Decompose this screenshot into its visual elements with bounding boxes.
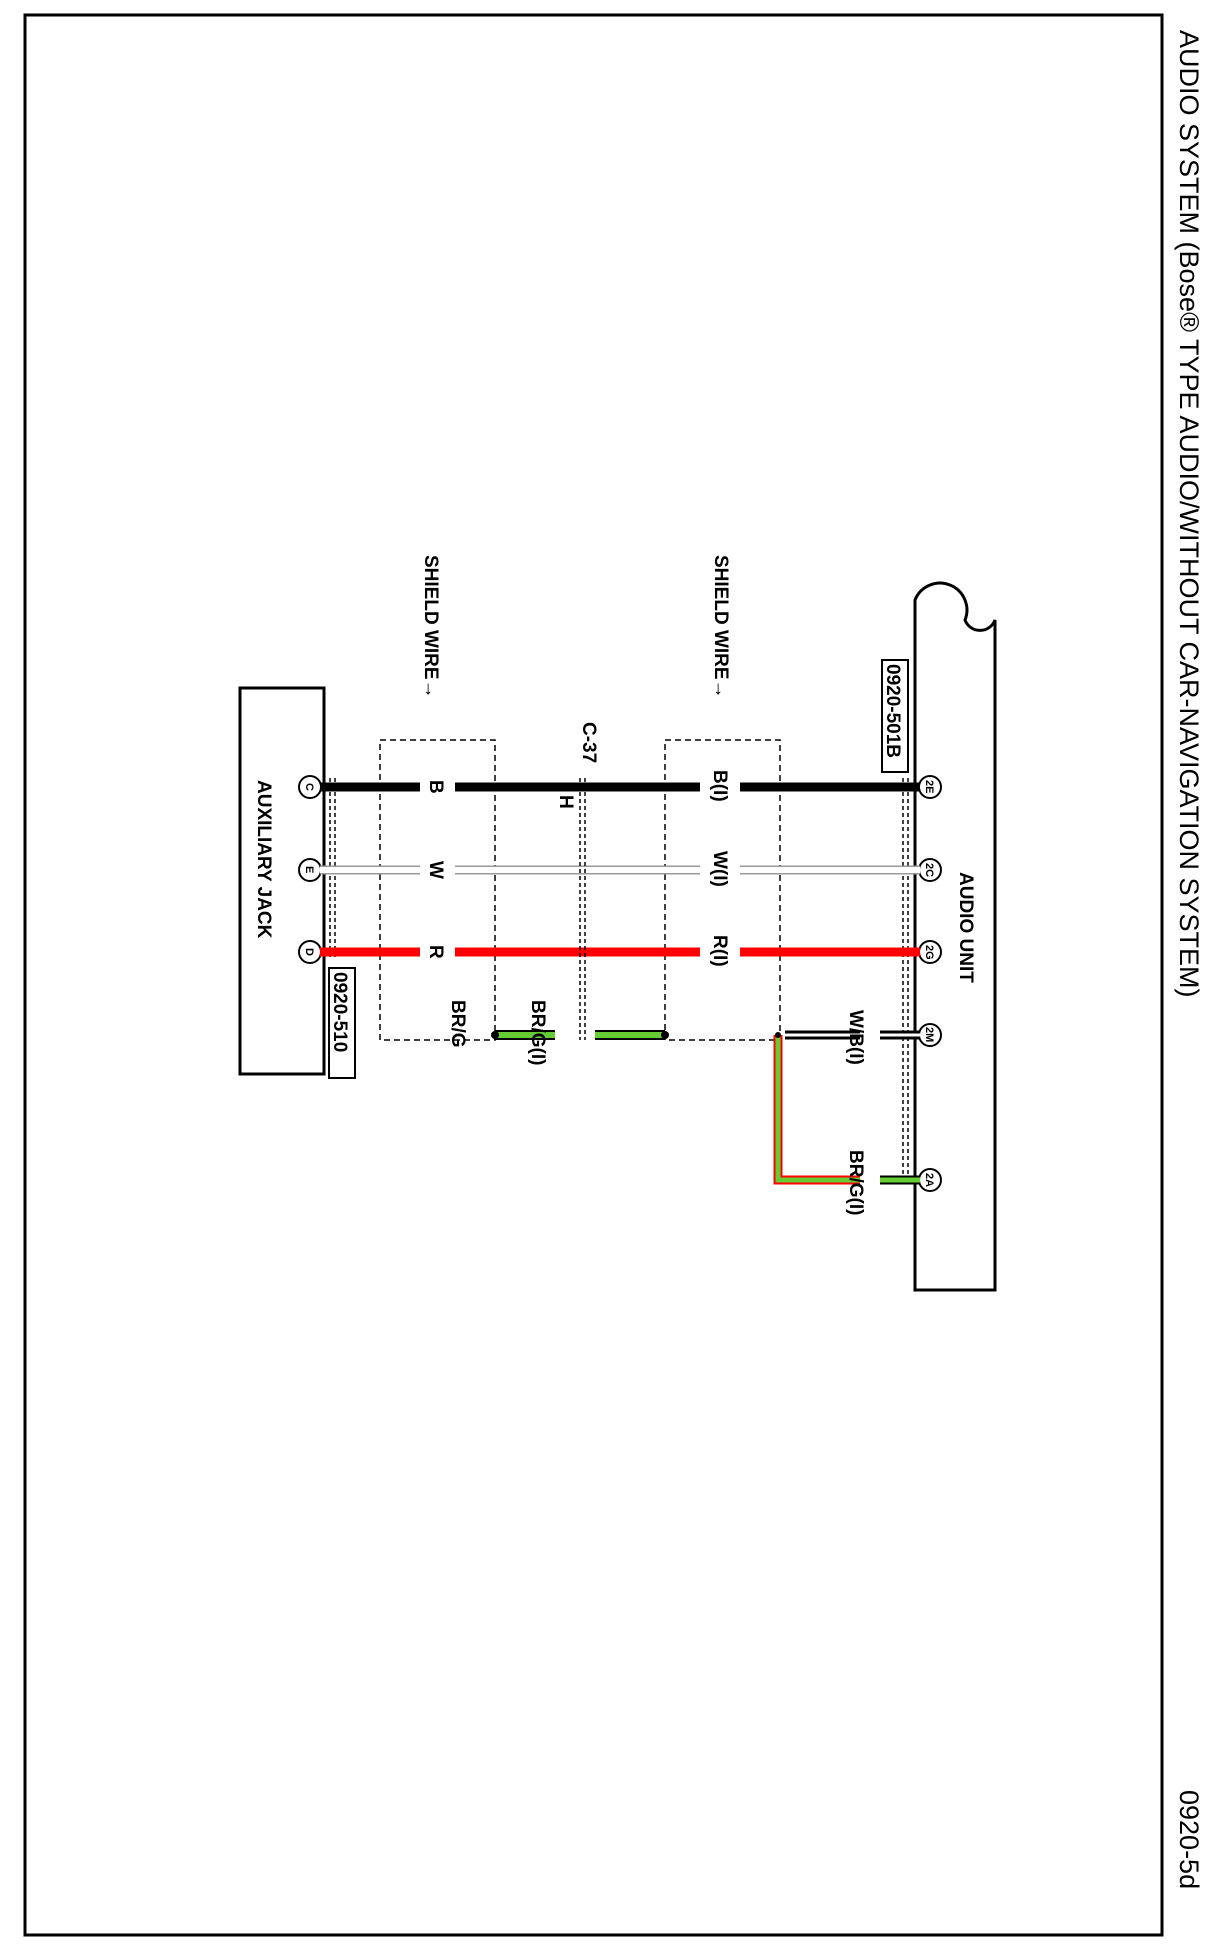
audio-pin-2c: 2C <box>918 858 942 882</box>
wire-shield-drain <box>491 1030 669 1040</box>
joint-connector-c37 <box>579 778 586 1040</box>
audio-unit: AUDIO UNIT 0920-501B <box>881 581 997 1292</box>
auxiliary-jack-label: AUXILIARY JACK <box>253 780 274 939</box>
aux-pin-e-label: E <box>303 866 315 873</box>
audio-2a-wire-label: BR/G(I) <box>845 1150 866 1215</box>
wire-black-lower-label: B <box>425 780 446 794</box>
audio-unit-body <box>913 581 997 1292</box>
aux-pin-e: E <box>298 858 322 882</box>
diagram-title: AUDIO SYSTEM (Bose® TYPE AUDIO/WITHOUT C… <box>1174 30 1204 998</box>
aux-pin-c-label: C <box>303 783 315 791</box>
joint-connector-pin: H <box>555 795 576 809</box>
page-border <box>23 13 1164 1937</box>
audio-pin-2c-label: 2C <box>923 863 935 877</box>
audio-pin-2e: 2E <box>918 775 942 799</box>
aux-pin-d: D <box>298 940 322 964</box>
aux-pin-c: C <box>298 775 322 799</box>
joint-connector-label: C-37 <box>578 722 599 763</box>
audio-connector-code-box <box>881 659 909 773</box>
wire-audio-ground <box>773 1030 920 1185</box>
lower-shield-box <box>379 739 496 1041</box>
page-id: 0920-5d <box>1174 1790 1204 1889</box>
wire-white-upper-label: W(I) <box>709 851 730 887</box>
aux-connector-code-box <box>328 967 356 1079</box>
upper-shield-wire-label: SHIELD WIRE→ <box>710 555 731 699</box>
upper-shield-ground-label: BR/G(I) <box>527 1000 548 1065</box>
aux-connector-code: 0920-510 <box>329 972 350 1052</box>
auxiliary-jack: AUXILIARY JACK 0920-510 <box>238 686 356 1079</box>
audio-pin-2m-label: 2M <box>923 1027 935 1042</box>
lower-shield-ground-label: BR/G <box>447 1000 468 1048</box>
audio-pin-2e-label: 2E <box>923 780 935 793</box>
audio-pin-2a-label: 2A <box>923 1173 935 1187</box>
wire-white-lower-label: W <box>425 861 446 879</box>
wire-red-upper-label: R(I) <box>709 935 730 967</box>
audio-pin-2g-label: 2G <box>923 945 935 960</box>
audio-pin-2g: 2G <box>918 940 942 964</box>
audio-2m-wire-label: W/B(I) <box>845 1010 866 1065</box>
audio-connector-code: 0920-501B <box>882 664 903 758</box>
aux-pin-d-label: D <box>303 948 315 956</box>
audio-unit-label: AUDIO UNIT <box>955 872 976 983</box>
lower-shield-wire-label: SHIELD WIRE→ <box>420 555 441 699</box>
wire-red-lower-label: R <box>425 945 446 959</box>
upper-shield-box <box>664 739 781 1041</box>
audio-pin-2m: 2M <box>918 1023 942 1047</box>
wire-black-upper-label: B(I) <box>709 770 730 802</box>
audio-pin-2a: 2A <box>918 1168 942 1192</box>
